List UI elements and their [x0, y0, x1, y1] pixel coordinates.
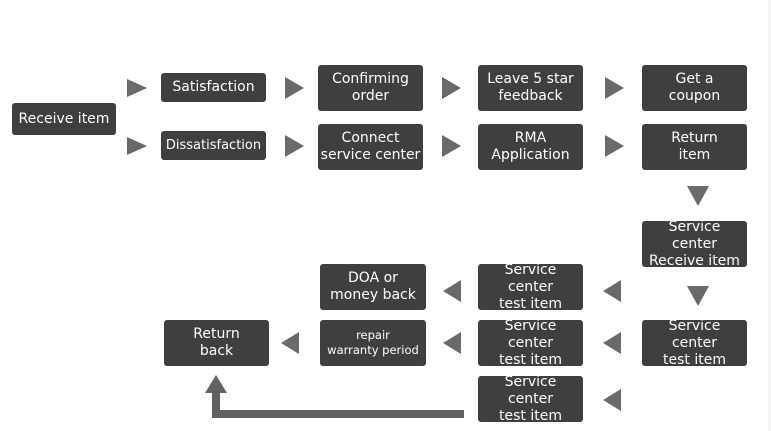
node-service-test-1: Service center test item	[478, 262, 583, 312]
node-return-back: Return back	[164, 320, 269, 366]
arrow-receive-to-test-1	[603, 280, 621, 302]
arrow-confirming-to-feedback	[442, 77, 461, 99]
arrow-test-to-test-2	[603, 332, 621, 354]
node-return-item: Return item	[642, 124, 747, 170]
node-service-test-4: Service center test item	[478, 374, 583, 424]
node-get-coupon: Get a coupon	[642, 65, 747, 111]
node-repair-warranty: repair warranty period	[320, 320, 426, 366]
connector-arrowhead	[205, 375, 227, 393]
arrow-to-test-4	[603, 389, 621, 411]
arrow-test-2-to-repair	[443, 332, 461, 354]
arrow-satisfaction-to-confirming	[285, 77, 304, 99]
node-doa-money-back: DOA or money back	[320, 264, 426, 310]
connector-vertical	[212, 392, 220, 418]
node-service-test-2: Service center test item	[642, 318, 747, 368]
arrow-return-to-service-receive	[687, 186, 709, 206]
arrow-service-receive-to-test	[687, 286, 709, 306]
node-leave-feedback: Leave 5 star feedback	[478, 65, 583, 111]
connector-horizontal	[212, 410, 464, 418]
node-satisfaction: Satisfaction	[161, 73, 266, 102]
node-connect-service-center: Connect service center	[318, 124, 423, 170]
arrow-feedback-to-coupon	[605, 77, 624, 99]
node-rma-application: RMA Application	[478, 124, 583, 170]
arrow-connect-to-rma	[442, 135, 461, 157]
arrow-dissatisfaction-to-connect	[285, 135, 304, 157]
node-service-center-receive: Service center Receive item	[642, 219, 747, 269]
node-confirming-order: Confirming order	[318, 65, 423, 111]
arrow-repair-to-return-back	[281, 332, 299, 354]
page-edge	[768, 0, 771, 431]
arrow-receive-to-dissatisfaction	[127, 137, 147, 155]
arrow-rma-to-return	[605, 135, 624, 157]
node-dissatisfaction: Dissatisfaction	[161, 131, 266, 160]
node-service-test-3: Service center test item	[478, 318, 583, 368]
node-receive-item: Receive item	[12, 103, 116, 135]
arrow-receive-to-satisfaction	[127, 79, 147, 97]
arrow-test-1-to-doa	[443, 280, 461, 302]
